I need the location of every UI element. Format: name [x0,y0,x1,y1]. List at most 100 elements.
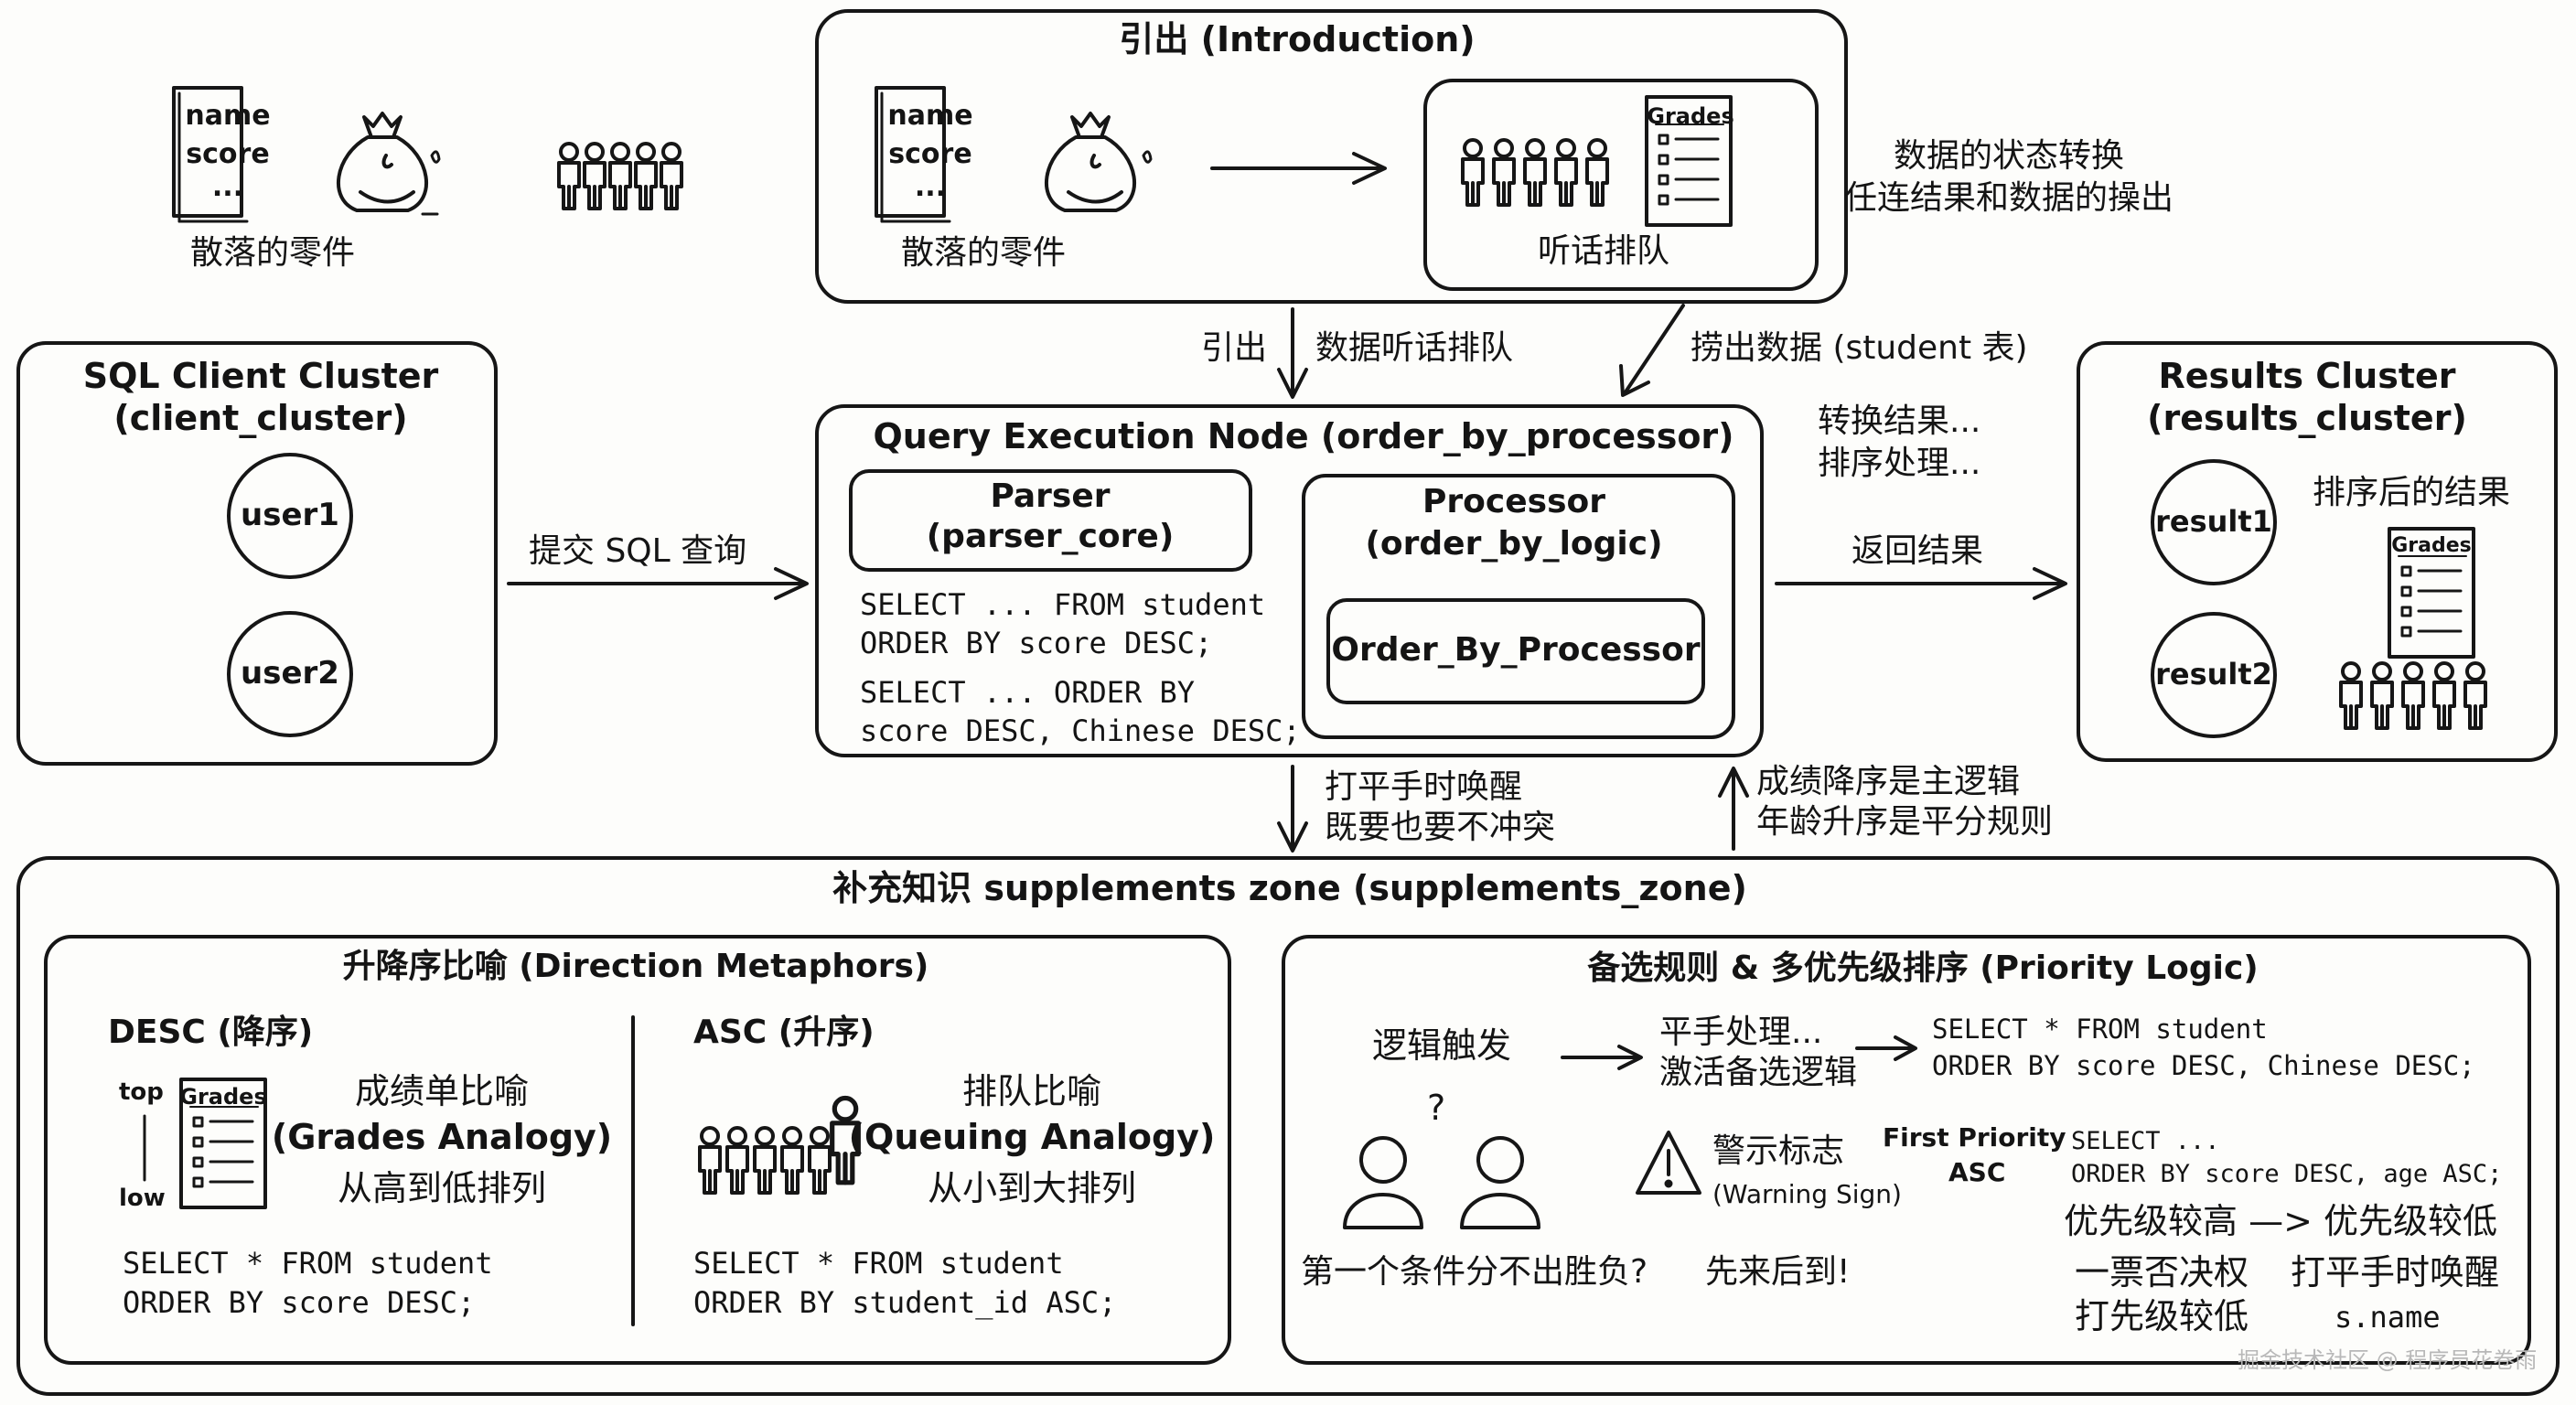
warning-icon [1636,1131,1701,1195]
intro-out-label: 引出 [1201,329,1268,367]
grades-analogy-desc: 从高到低排列 [337,1168,547,1208]
results-cluster-box [2077,341,2558,762]
paper-label-score: score [186,138,270,170]
paper-label-dots: ... [211,171,244,203]
arrow-intro-down [1277,307,1308,399]
introduction-title: 引出 (Introduction) [1119,19,1476,59]
result1-label: result1 [2155,504,2272,539]
arrow-right [1855,1035,1917,1061]
question-mark: ? [1427,1088,1446,1128]
asc-priority-label: ASC [1948,1157,2006,1187]
grades-sheet-label: Grades [2391,534,2472,557]
asc-title: ASC (升序) [693,1014,875,1051]
desc-code-line: SELECT * FROM student [123,1246,493,1281]
direction-metaphors-box [44,935,1231,1365]
state-transform-sublabel: 任连结果和数据的操出 [1843,179,2174,217]
people-group-icon [1461,138,1609,207]
direction-title: 升降序比喻 (Direction Metaphors) [342,948,929,985]
s-name-label: s.name [2334,1300,2441,1335]
query-code-line: ORDER BY score DESC; [860,626,1213,660]
result1-node [2151,459,2277,585]
asc-code-line: SELECT * FROM student [693,1246,1064,1281]
query-code-line: SELECT ... FROM student [860,587,1266,622]
wake-on-tie-label: 打平手时唤醒 [1325,768,1523,806]
query-node-title: Query Execution Node (order_by_processor… [873,416,1734,456]
grades-analogy-title: 成绩单比喻 [354,1071,530,1111]
arrow-return-results [1775,567,2067,600]
lower-priority-label: 打先级较低 [2075,1296,2249,1336]
priority-code-line: SELECT ... [2071,1127,2220,1155]
warning-sign-subtitle: (Warning Sign) [1712,1179,1902,1209]
person-icon [1460,1136,1540,1229]
queue-analogy-title: 排队比喻 [961,1071,1102,1111]
introduction-box [815,9,1848,304]
scattered-parts-label: 散落的零件 [900,234,1067,272]
processor-title: Processor [1422,483,1605,520]
return-results-label: 返回结果 [1852,532,1984,570]
grades-analogy-subtitle: (Grades Analogy) [271,1117,613,1157]
results-cluster-title: Results Cluster [2158,356,2456,396]
order-by-processor-box [1326,598,1705,704]
convert-results-label: 转换结果... [1818,402,1981,440]
supplements-zone-box [16,856,2560,1396]
first-priority-label: First Priority [1883,1122,2066,1153]
supplements-title: 补充知识 supplements zone (supplements_zone) [832,868,1747,908]
result2-node [2151,612,2277,738]
user2-node [227,611,353,737]
queue-label: 听话排队 [1537,232,1670,270]
tie-handling-label: 平手处理... [1659,1014,1823,1051]
priority-title: 备选规则 & 多优先级排序 (Priority Logic) [1587,949,2259,987]
no-conflict-label: 既要也要不冲突 [1325,809,1556,846]
state-transform-label: 数据的状态转换 [1893,137,2125,175]
priority-logic-box [1282,935,2531,1365]
priority-code-line: ORDER BY score DESC, age ASC; [2071,1160,2503,1188]
tiebreak-rule-label: 年龄升序是平分规则 [1756,803,2054,841]
query-node-box [815,404,1764,757]
client-cluster-box [16,341,498,766]
arrow-right [1210,152,1387,185]
wake-on-tie-label: 打平手时唤醒 [2291,1252,2500,1292]
sorted-results-label: 排序后的结果 [2312,474,2511,511]
logic-trigger-label: 逻辑触发 [1372,1025,1512,1066]
warning-sign-title: 警示标志 [1712,1132,1845,1170]
priority-high-low-label: 优先级较高 —> 优先级较低 [2064,1201,2497,1241]
paper-label-name: name [887,100,973,132]
parser-title: Parser [990,477,1111,515]
sort-processing-label: 排序处理... [1818,445,1981,482]
primary-logic-label: 成绩降序是主逻辑 [1756,763,2021,800]
client-cluster-subtitle: (client_cluster) [113,398,408,438]
queue-analogy-desc: 从小到大排列 [927,1168,1137,1208]
grades-sheet-label: Grades [179,1084,267,1110]
parser-box [849,469,1252,572]
queue-analogy-subtitle: (Queuing Analogy) [848,1117,1216,1157]
data-queue-label: 数据听话排队 [1315,329,1514,367]
people-group-icon [557,142,683,210]
results-cluster-subtitle: (results_cluster) [2147,398,2467,438]
parser-subtitle: (parser_core) [926,518,1175,555]
activate-fallback-label: 激活备选逻辑 [1659,1054,1858,1091]
processor-subtitle: (order_by_logic) [1365,525,1663,563]
query-code-line: score DESC, Chinese DESC; [860,713,1301,748]
priority-code-line: SELECT * FROM student [1932,1014,2268,1045]
money-bag-icon [1044,112,1137,212]
processor-box [1302,474,1735,739]
scattered-parts-label: 散落的零件 [189,234,356,272]
arrow-submit-sql [507,567,809,600]
user1-label: user1 [241,497,339,533]
watermark: 掘金技术社区 @ 程序员花卷雨 [2238,1347,2538,1373]
arrow-down-supplements [1277,765,1308,853]
query-code-line: SELECT ... ORDER BY [860,675,1196,710]
priority-code-line: ORDER BY score DESC, Chinese DESC; [1932,1050,2475,1081]
desc-code-line: ORDER BY score DESC; [123,1285,476,1320]
veto-label: 一票否决权 [2075,1252,2249,1292]
order-by-processor-label: Order_By_Processor [1331,631,1701,669]
people-group-icon [2339,661,2487,730]
user2-label: user2 [241,655,339,692]
asc-code-line: ORDER BY student_id ASC; [693,1285,1117,1320]
client-cluster-title: SQL Client Cluster [82,356,439,396]
user1-node [227,453,353,579]
queue-box [1423,79,1819,291]
paper-label-dots: ... [914,171,947,203]
arrow-right [1561,1045,1643,1070]
